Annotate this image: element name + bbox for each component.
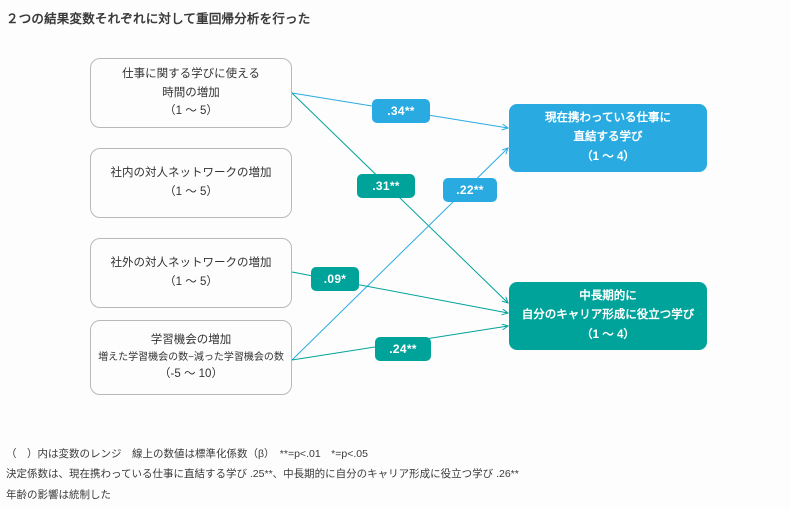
coefficient-label-external-to-career: .09* xyxy=(311,267,359,291)
coefficient-label-learning-to-job: .22** xyxy=(443,178,497,202)
predictor-subtitle: 増えた学習機会の数−減った学習機会の数 xyxy=(98,352,284,363)
predictor-box-internal-network[interactable]: 社内の対人ネットワークの増加 （1 ～ 5） xyxy=(90,148,292,218)
coefficient-label-learning-to-career: .24** xyxy=(375,337,431,361)
predictor-line-1: 学習機会の増加 xyxy=(150,334,232,347)
predictor-box-learning-opportunity[interactable]: 学習機会の増加 増えた学習機会の数−減った学習機会の数 （-5 ～ 10） xyxy=(90,320,292,395)
predictor-line-1: 仕事に関する学びに使える xyxy=(122,67,260,80)
footnote-line-3: 年齢の影響は統制した xyxy=(6,488,111,501)
footnote-line-1: （ ）内は変数のレンジ 線上の数値は標準化係数（β） **=p<.01 *=p<… xyxy=(6,448,368,460)
outcome-line-2: 自分のキャリア形成に役立つ学び xyxy=(521,309,695,322)
predictor-box-external-network[interactable]: 社外の対人ネットワークの増加 （1 ～ 5） xyxy=(90,238,292,308)
path-diagram: 仕事に関する学びに使える 時間の増加 （1 ～ 5） 社内の対人ネットワークの増… xyxy=(90,58,707,395)
outcome-range: （1 ～ 4） xyxy=(581,150,635,163)
coefficient-label-time-to-job: .34** xyxy=(372,99,430,123)
footnotes: （ ）内は変数のレンジ 線上の数値は標準化係数（β） **=p<.01 *=p<… xyxy=(6,444,519,505)
predictor-box-time-increase[interactable]: 仕事に関する学びに使える 時間の増加 （1 ～ 5） xyxy=(90,58,292,128)
predictor-line-1: 社外の対人ネットワークの増加 xyxy=(110,257,272,270)
outcome-line-1: 現在携わっている仕事に xyxy=(545,111,671,124)
predictor-range: （1 ～ 5） xyxy=(164,276,218,288)
coefficient-label-time-to-career: .31** xyxy=(357,174,415,198)
predictor-range: （1 ～ 5） xyxy=(164,105,218,118)
predictor-line-2: 時間の増加 xyxy=(162,86,220,99)
outcome-line-2: 直結する学び xyxy=(573,131,643,144)
footnote-line-2: 決定係数は、現在携わっている仕事に直結する学び .25**、中長期的に自分のキャ… xyxy=(6,468,519,481)
outcome-line-1: 中長期的に xyxy=(579,289,637,302)
page-title: ２つの結果変数それぞれに対して重回帰分析を行った xyxy=(6,12,311,26)
outcome-box-job-related-learning[interactable]: 現在携わっている仕事に 直結する学び （1 ～ 4） xyxy=(509,104,707,172)
predictor-range: （1 ～ 5） xyxy=(164,186,218,198)
outcome-range: （1 ～ 4） xyxy=(581,328,635,341)
predictor-line-1: 社内の対人ネットワークの増加 xyxy=(110,167,272,180)
arrow-time-to-career xyxy=(291,92,508,303)
outcome-box-career-learning[interactable]: 中長期的に 自分のキャリア形成に役立つ学び （1 ～ 4） xyxy=(509,282,707,350)
predictor-range: （-5 ～ 10） xyxy=(159,368,223,380)
